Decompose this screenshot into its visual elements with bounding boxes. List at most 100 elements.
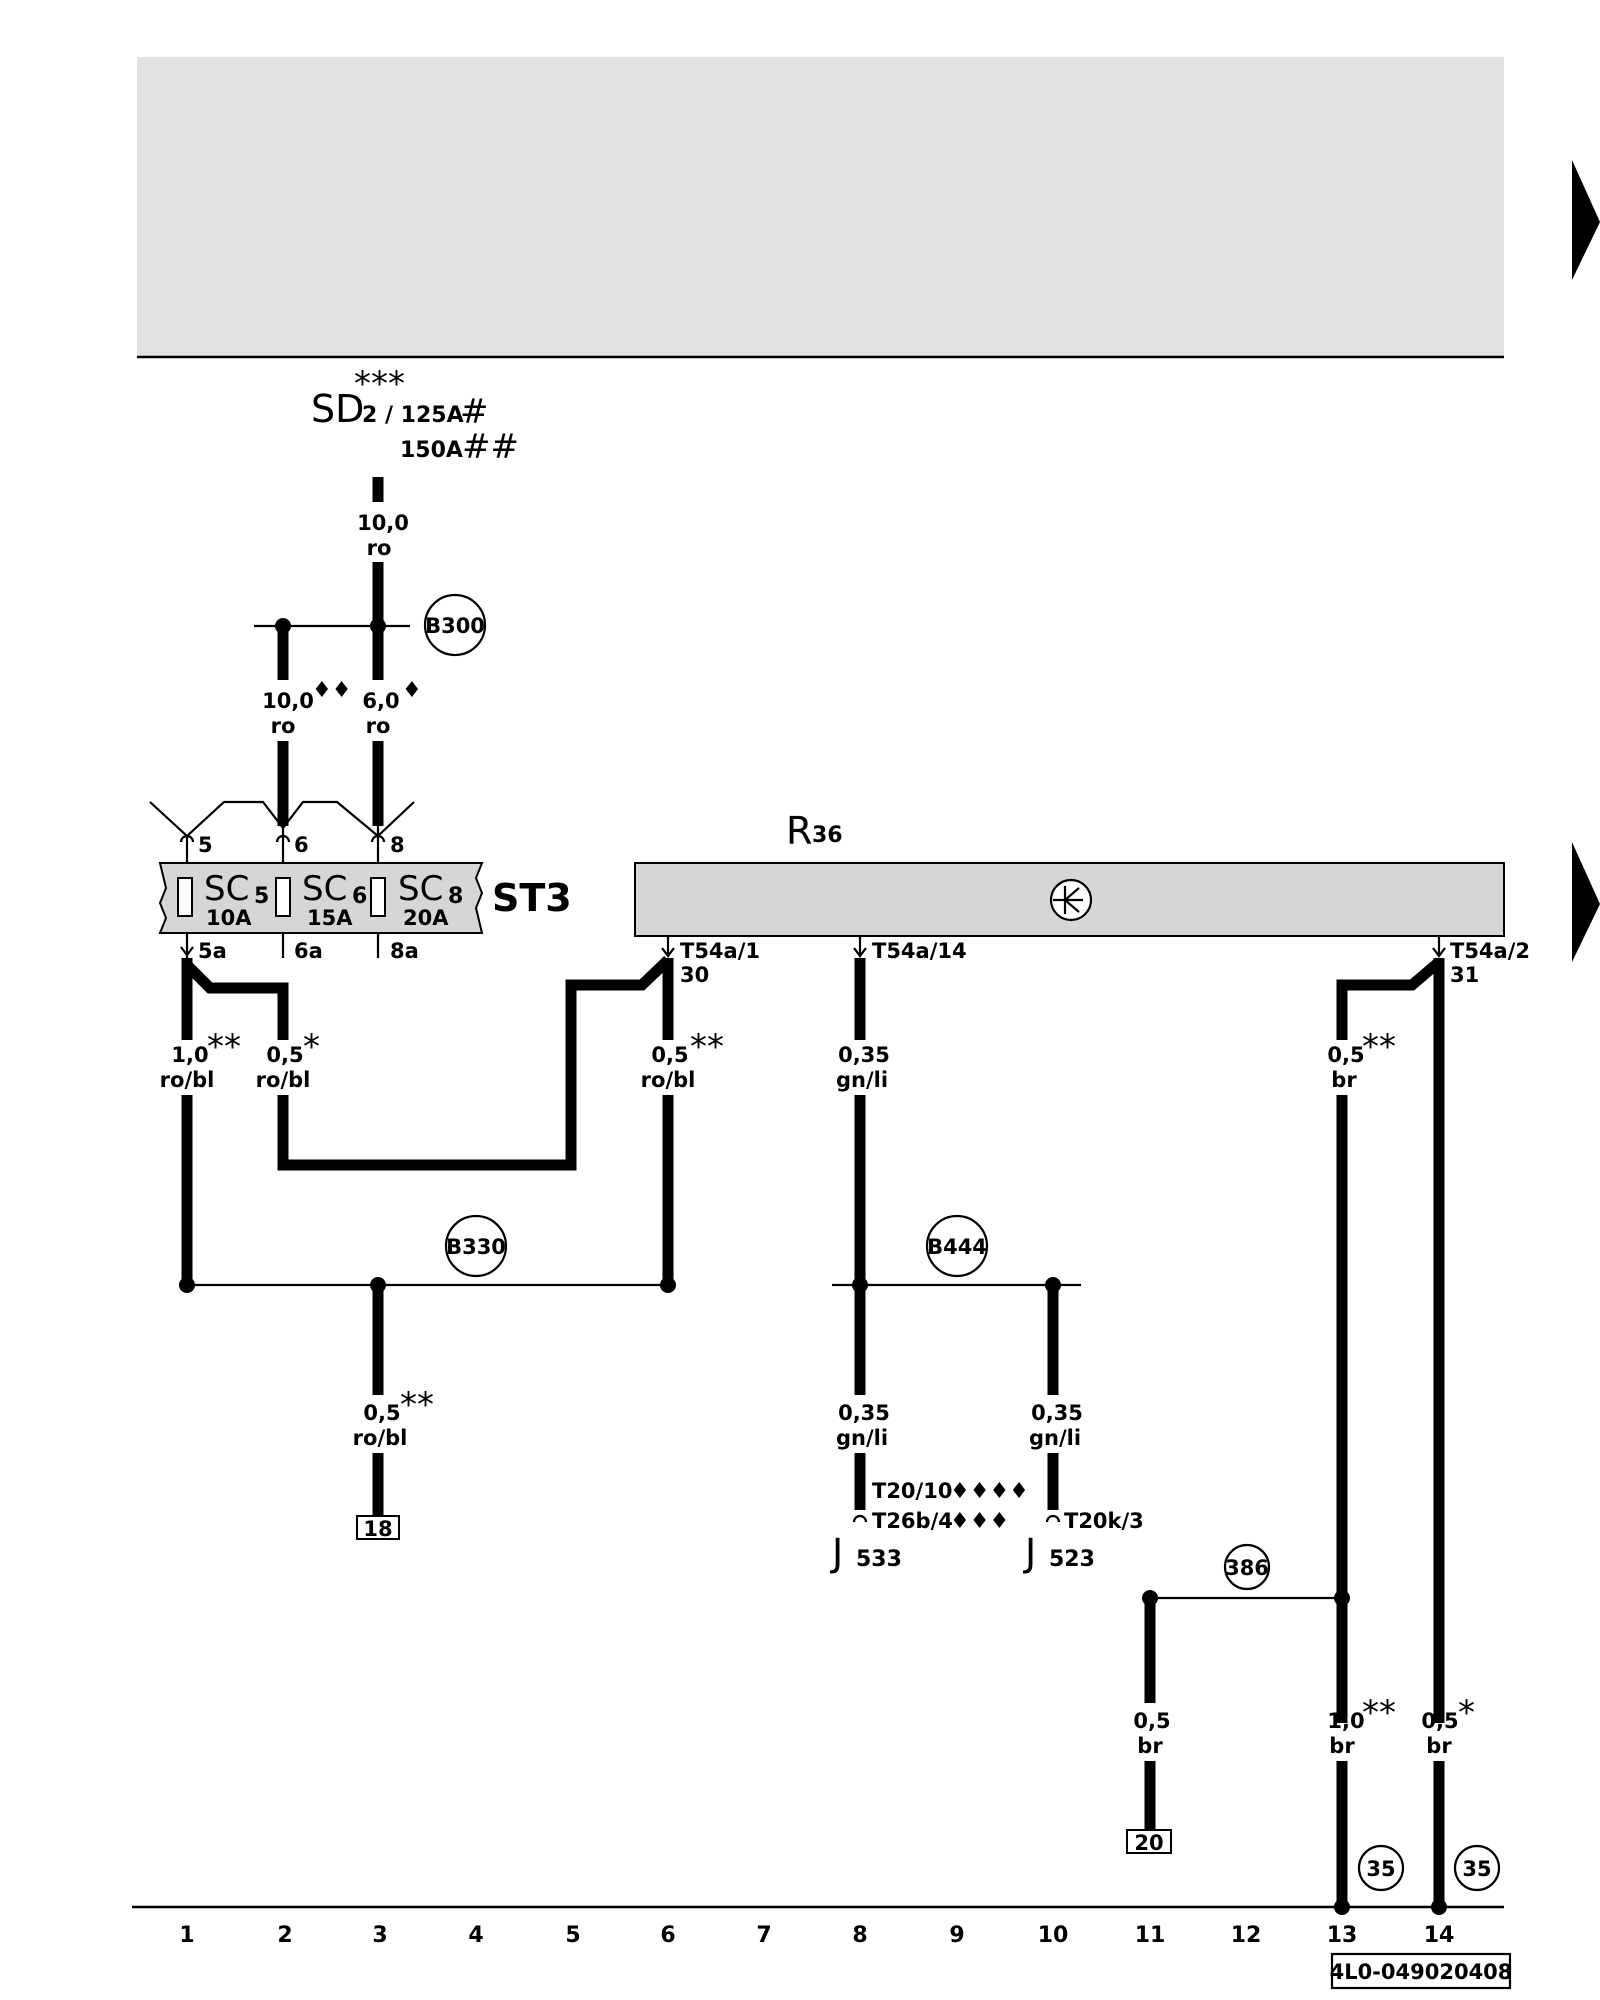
wire-c13-size: 0,5	[1327, 1043, 1364, 1067]
fuse-sc6-rating: 15A	[307, 906, 353, 930]
w-left-top-mark: ♦♦	[312, 678, 351, 703]
fuse-sc8-id: SC	[398, 869, 443, 909]
col-4: 4	[468, 1923, 483, 1948]
s386-label: 386	[1225, 1556, 1269, 1580]
wire-c6-mark: **	[690, 1027, 724, 1067]
b444-label: B444	[927, 1235, 987, 1259]
wire-c8b-size: 0,35	[838, 1401, 890, 1425]
col-2: 2	[277, 1923, 292, 1948]
fuse-sc5-symbol	[177, 877, 193, 917]
wire-c6-color: ro/bl	[641, 1068, 696, 1092]
b330-label: B330	[446, 1235, 506, 1259]
wire-c13-mark: **	[1362, 1027, 1396, 1067]
wire-c10b-color: gn/li	[1029, 1426, 1081, 1450]
ref-box-20-label: 20	[1134, 1831, 1163, 1855]
wire-c8-color: gn/li	[836, 1068, 888, 1092]
sd-name: SD	[311, 387, 364, 431]
continue-arrow-top	[1572, 160, 1600, 280]
w-left-top-color: ro	[271, 714, 296, 738]
col-11: 11	[1135, 1923, 1166, 1948]
j533-sub: 533	[856, 1547, 902, 1572]
wire-top-color: ro	[367, 536, 392, 560]
j523-conn: T20k/3	[1064, 1509, 1144, 1533]
wire-c1-color: ro/bl	[160, 1068, 215, 1092]
wire-c2-size: 0,5	[266, 1043, 303, 1067]
j523-name: J	[1023, 1531, 1036, 1575]
wire-c13b-size: 1,0	[1327, 1709, 1364, 1733]
pin-5a: 5a	[198, 939, 227, 963]
header-band	[137, 57, 1504, 357]
col-7: 7	[756, 1923, 771, 1948]
ground-ref-2-label: 35	[1462, 1857, 1491, 1881]
wire-c2-mark: *	[303, 1027, 320, 1067]
pin-8a: 8a	[390, 939, 419, 963]
wire-c14b-color: br	[1426, 1734, 1452, 1758]
ref-box-20	[1126, 1829, 1172, 1854]
b444-circle	[925, 1214, 989, 1278]
wire-c8-size: 0,35	[838, 1043, 890, 1067]
r36-pin-2: T54a/2	[1450, 939, 1530, 963]
sd-sub: 2 / 125A	[362, 403, 464, 428]
pin-6a: 6a	[294, 939, 323, 963]
doc-id-box	[1330, 1952, 1512, 1990]
wire-c3b-color: ro/bl	[353, 1426, 408, 1450]
col-1: 1	[179, 1923, 194, 1948]
fuse-box-name: ST3	[492, 876, 572, 920]
b300-label: B300	[425, 614, 485, 638]
j533-conn-1-mark: ♦♦♦♦	[950, 1479, 1029, 1504]
r36-sub: 36	[812, 823, 843, 848]
fuse-sc8-symbol	[370, 877, 386, 917]
col-5: 5	[565, 1923, 580, 1948]
ground-ref-2	[1453, 1844, 1501, 1892]
wire-c1-size: 1,0	[171, 1043, 208, 1067]
wire-c11b-color: br	[1137, 1734, 1163, 1758]
s386-circle	[1223, 1543, 1271, 1591]
col-14: 14	[1424, 1923, 1455, 1948]
fuse-sc5-sub: 5	[254, 884, 269, 909]
j533-conn-2-mark: ♦♦♦	[950, 1509, 1009, 1534]
wire-c14b-size: 0,5	[1421, 1709, 1458, 1733]
col-8: 8	[852, 1923, 867, 1948]
j533-conn-1: T20/10	[872, 1479, 952, 1503]
continue-arrow-mid	[1572, 842, 1600, 962]
wire-c10b-size: 0,35	[1031, 1401, 1083, 1425]
ground-ref-1	[1357, 1844, 1405, 1892]
w-right-top-color: ro	[366, 714, 391, 738]
fuse-sc5-id: SC	[204, 869, 249, 909]
wire-c13b-color: br	[1329, 1734, 1355, 1758]
fuse-sc6-symbol	[275, 877, 291, 917]
fuse-sc5-rating: 10A	[206, 906, 252, 930]
wire-c1-mark: **	[207, 1027, 241, 1067]
ground-ref-1-label: 35	[1366, 1857, 1395, 1881]
wire-c2-color: ro/bl	[256, 1068, 311, 1092]
fuse-sc6-id: SC	[302, 869, 347, 909]
pin-8: 8	[390, 833, 405, 857]
w-right-top-size: 6,0	[362, 689, 399, 713]
fuse-box-st3	[158, 862, 484, 934]
b300-circle	[423, 593, 487, 657]
j533-conn-2: T26b/4	[872, 1509, 953, 1533]
r36-pin-2-term: 31	[1450, 963, 1479, 987]
col-6: 6	[660, 1923, 675, 1948]
wire-c3b-mark: **	[400, 1385, 434, 1425]
r36-pin-14: T54a/14	[872, 939, 967, 963]
sd-mark-1: #	[460, 392, 489, 432]
doc-id: 4L0-049020408	[1330, 1960, 1513, 1984]
pin-6: 6	[294, 833, 309, 857]
pin-5: 5	[198, 833, 213, 857]
col-10: 10	[1038, 1923, 1069, 1948]
wire-c11b-size: 0,5	[1133, 1709, 1170, 1733]
col-12: 12	[1231, 1923, 1262, 1948]
b330-circle	[444, 1214, 508, 1278]
r36-pin-1: T54a/1	[680, 939, 760, 963]
r36-pin-1-term: 30	[680, 963, 709, 987]
w-left-top-size: 10,0	[262, 689, 314, 713]
wire-c13b-mark: **	[1362, 1693, 1396, 1733]
wire-c8b-color: gn/li	[836, 1426, 888, 1450]
col-3: 3	[372, 1923, 387, 1948]
j523-sub: 523	[1049, 1547, 1095, 1572]
ref-box-18-label: 18	[363, 1517, 392, 1541]
j533-name: J	[830, 1531, 843, 1575]
sd-stars: ***	[354, 364, 405, 404]
